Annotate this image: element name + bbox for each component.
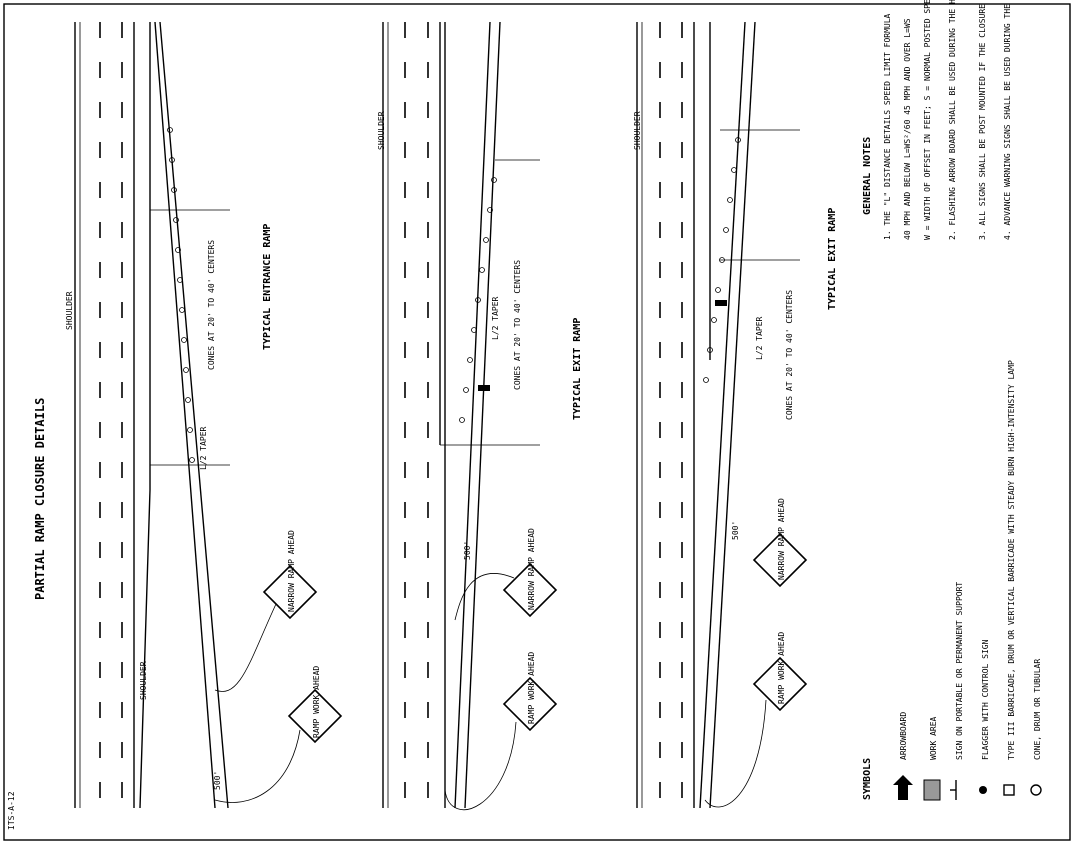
channelizing-device-icon <box>1003 784 1015 796</box>
min-distance-label: 500' <box>213 771 222 790</box>
narrow-ramp-ahead-sign: NARROW RAMP AHEAD <box>454 528 558 621</box>
note-item: W = WIDTH OF OFFSET IN FEET; S = NORMAL … <box>923 0 932 240</box>
cone-taper-exit-2 <box>703 137 741 383</box>
narrow-ramp-ahead-sign: NARROW RAMP AHEAD <box>214 530 318 692</box>
cone-taper-exit-1 <box>459 177 497 423</box>
note-item: 40 MPH AND BELOW L=WS²/60 45 MPH AND OVE… <box>903 18 912 240</box>
flagger-icon <box>979 786 987 794</box>
shoulder-label: SHOULDER <box>65 291 74 330</box>
svg-text:RAMP WORK AHEAD: RAMP WORK AHEAD <box>312 666 321 738</box>
panel-entrance-ramp: SHOULDER SHOULDER CONES AT 20' TO 40' CE… <box>65 21 343 809</box>
notes-heading: GENERAL NOTES <box>862 137 873 215</box>
symbols-heading: SYMBOLS <box>862 758 873 800</box>
symbols-legend: SYMBOLS ARROWBOARD WORK AREA SIGN ON POR… <box>862 360 1042 801</box>
cone-taper-entrance <box>167 127 195 463</box>
svg-text:SIGN ON PORTABLE OR PERMANENT: SIGN ON PORTABLE OR PERMANENT SUPPORT <box>955 582 964 760</box>
taper-label: L/2 TAPER <box>755 316 764 360</box>
taper-label: L/2 TAPER <box>199 426 208 470</box>
ramp-work-ahead-sign: RAMP WORK AHEAD <box>704 632 808 808</box>
page-title: PARTIAL RAMP CLOSURE DETAILS <box>33 398 47 600</box>
svg-text:CONE, DRUM OR TUBULAR: CONE, DRUM OR TUBULAR <box>1033 659 1042 760</box>
panel-caption: TYPICAL EXIT RAMP <box>572 318 583 420</box>
panel-exit-ramp-1: SHOULDER L/2 TAPER CONES AT 20' TO 40' C… <box>377 21 583 810</box>
arrow-board-icon <box>893 775 913 800</box>
cone-spacing-label: CONES AT 20' TO 40' CENTERS <box>207 240 216 370</box>
shoulder-label: SHOULDER <box>139 661 148 700</box>
svg-text:TYPE III BARRICADE, DRUM OR VE: TYPE III BARRICADE, DRUM OR VERTICAL BAR… <box>1007 360 1016 760</box>
svg-text:NARROW RAMP AHEAD: NARROW RAMP AHEAD <box>287 530 296 612</box>
panel-exit-ramp-2: SHOULDER L/2 TAPER CONES AT 20' TO 40' C… <box>633 21 838 809</box>
shoulder-label: SHOULDER <box>633 111 642 150</box>
cone-spacing-label: CONES AT 20' TO 40' CENTERS <box>785 290 794 420</box>
narrow-ramp-ahead-sign: NARROW RAMP AHEAD <box>752 498 808 588</box>
shoulder-label: SHOULDER <box>377 111 386 150</box>
work-area-icon <box>923 779 941 801</box>
svg-text:ARROWBOARD: ARROWBOARD <box>899 712 908 760</box>
svg-text:RAMP WORK AHEAD: RAMP WORK AHEAD <box>527 652 536 724</box>
panel-caption: TYPICAL ENTRANCE RAMP <box>262 224 273 350</box>
note-item: 2. FLASHING ARROW BOARD SHALL BE USED DU… <box>948 0 957 240</box>
panel-caption: TYPICAL EXIT RAMP <box>827 208 838 310</box>
general-notes: GENERAL NOTES 1. THE "L" DISTANCE DETAIL… <box>862 0 1012 240</box>
note-item: 4. ADVANCE WARNING SIGNS SHALL BE USED D… <box>1003 0 1012 240</box>
arrow-board-icon <box>715 300 727 306</box>
min-distance-label: 500' <box>731 521 740 540</box>
sheet-border <box>3 3 1071 841</box>
min-distance-label: 500' <box>463 541 472 560</box>
cone-spacing-label: CONES AT 20' TO 40' CENTERS <box>513 260 522 390</box>
ramp-work-ahead-sign: RAMP WORK AHEAD <box>444 652 558 810</box>
ramp-work-ahead-sign: RAMP WORK AHEAD <box>214 666 343 803</box>
cone-icon <box>1030 784 1042 796</box>
arrow-board-icon <box>478 385 490 391</box>
note-item: 1. THE "L" DISTANCE DETAILS SPEED LIMIT … <box>883 13 892 240</box>
svg-text:NARROW RAMP AHEAD: NARROW RAMP AHEAD <box>777 498 786 580</box>
svg-text:RAMP WORK AHEAD: RAMP WORK AHEAD <box>777 632 786 704</box>
svg-text:WORK AREA: WORK AREA <box>929 716 938 760</box>
svg-text:FLAGGER WITH CONTROL SIGN: FLAGGER WITH CONTROL SIGN <box>981 639 990 760</box>
drawing-id: ITS-A-12 <box>7 791 16 830</box>
taper-label: L/2 TAPER <box>491 296 500 340</box>
note-item: 3. ALL SIGNS SHALL BE POST MOUNTED IF TH… <box>978 0 987 240</box>
svg-text:NARROW RAMP AHEAD: NARROW RAMP AHEAD <box>527 528 536 610</box>
